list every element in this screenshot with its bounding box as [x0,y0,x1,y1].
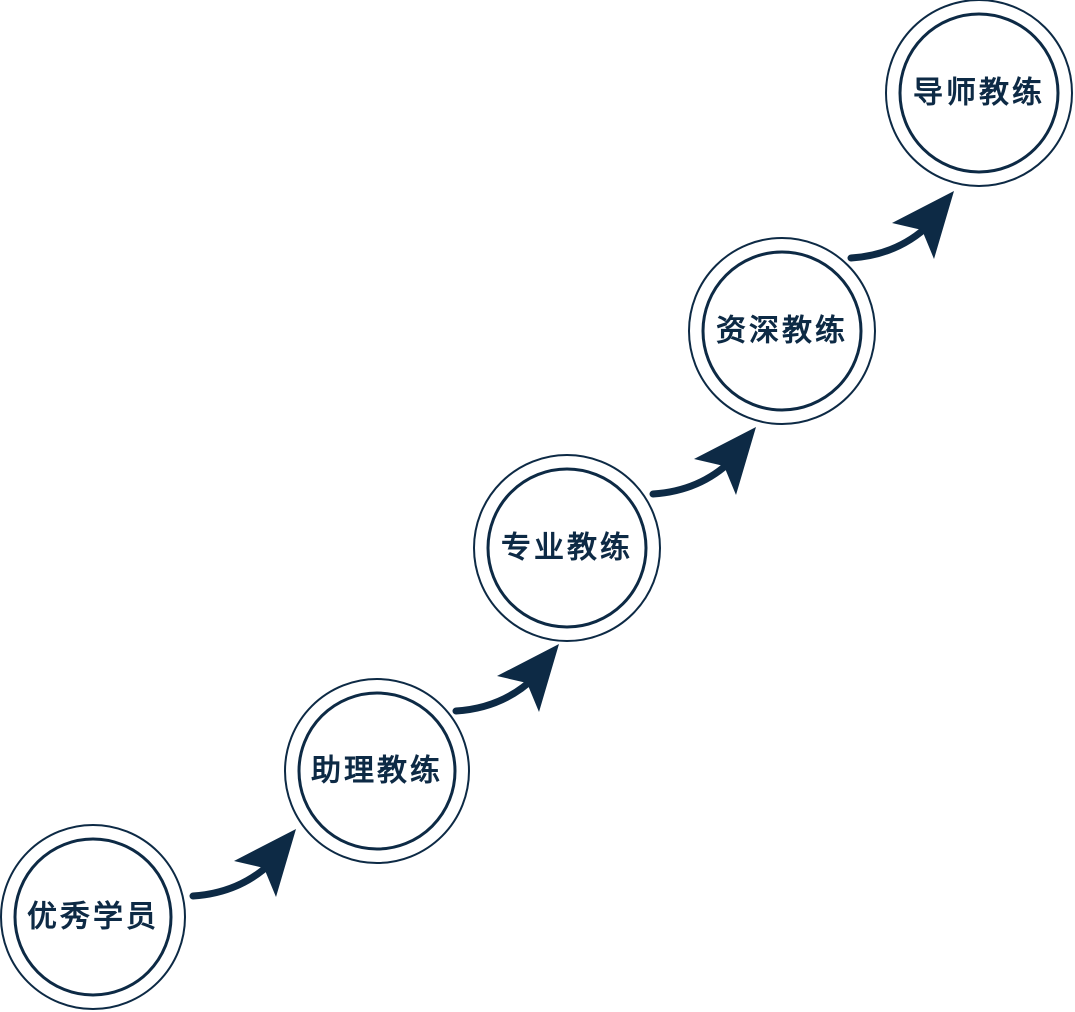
step-label: 资深教练 [716,314,848,349]
step-node-outstanding-student: 优秀学员 [0,824,186,1010]
step-label: 专业教练 [501,531,633,566]
step-node-mentor-coach: 导师教练 [885,0,1073,187]
step-label: 助理教练 [311,754,443,789]
step-arrow [649,427,756,498]
step-label: 导师教练 [913,76,1045,111]
step-arrow [452,644,559,715]
step-node-senior-coach: 资深教练 [688,237,876,425]
step-node-professional-coach: 专业教练 [473,454,661,642]
step-arrow [847,191,954,262]
step-label: 优秀学员 [27,900,159,935]
step-arrow [189,829,296,900]
step-node-assistant-coach: 助理教练 [284,678,470,864]
